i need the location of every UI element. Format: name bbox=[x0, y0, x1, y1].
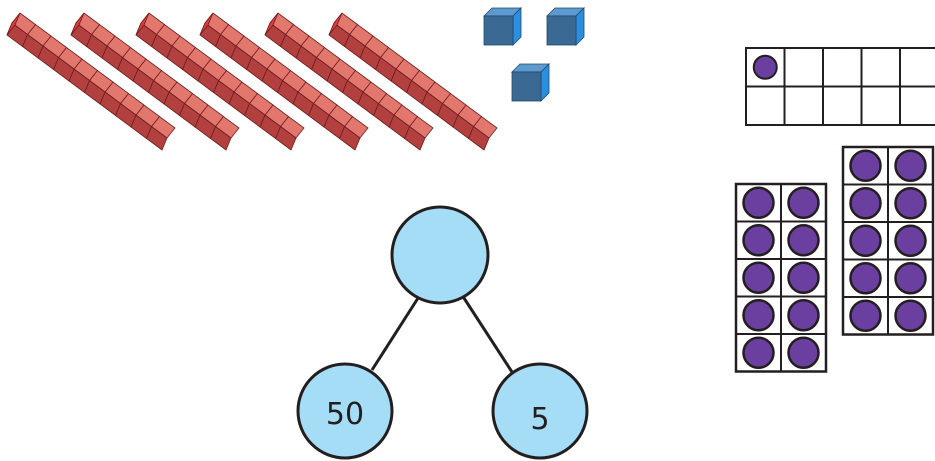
counter bbox=[787, 224, 820, 257]
part-label-right: 5 bbox=[530, 402, 549, 437]
counter bbox=[894, 224, 927, 257]
ten-frame-vertical-right bbox=[841, 145, 935, 336]
counter bbox=[752, 54, 778, 80]
ten-frame-cell bbox=[822, 85, 863, 126]
counter bbox=[742, 299, 775, 332]
part-circle-left bbox=[296, 362, 394, 460]
counter bbox=[787, 261, 820, 294]
ten-frame-cell bbox=[860, 85, 901, 126]
counter bbox=[787, 186, 820, 219]
counter bbox=[742, 224, 775, 257]
whole-circle bbox=[390, 205, 490, 305]
tens-rods bbox=[6, 12, 498, 151]
ones-cube bbox=[511, 63, 550, 102]
counter bbox=[894, 187, 927, 220]
ten-frame-cell bbox=[899, 85, 935, 126]
counter bbox=[849, 187, 882, 220]
counter bbox=[742, 186, 775, 219]
part-circle-right bbox=[491, 362, 589, 460]
connector-left bbox=[370, 294, 422, 371]
counter bbox=[894, 262, 927, 295]
tens-rod bbox=[135, 12, 305, 151]
counter bbox=[742, 261, 775, 294]
ones-cubes bbox=[483, 7, 585, 102]
connector-right bbox=[460, 294, 514, 373]
counter bbox=[787, 336, 820, 369]
ten-frame-cell bbox=[822, 47, 863, 88]
ten-frame-cell bbox=[783, 85, 824, 126]
counter bbox=[849, 262, 882, 295]
tens-rod bbox=[199, 12, 369, 151]
ten-frame-cell bbox=[783, 47, 824, 88]
ten-frame-cell bbox=[887, 296, 934, 336]
tens-rod bbox=[264, 12, 434, 151]
ten-frame-horizontal bbox=[745, 47, 935, 126]
part-label-left: 50 bbox=[326, 397, 364, 432]
ten-frame-cell bbox=[745, 85, 786, 126]
ones-cube bbox=[546, 7, 585, 46]
counter bbox=[849, 149, 882, 182]
counter bbox=[849, 224, 882, 257]
tens-rod bbox=[328, 12, 498, 151]
counter bbox=[742, 336, 775, 369]
counter bbox=[894, 149, 927, 182]
tens-rod bbox=[6, 12, 176, 151]
part-whole-model: 50 5 bbox=[296, 205, 589, 460]
ten-frame-vertical-left bbox=[734, 182, 828, 373]
counter bbox=[787, 299, 820, 332]
tens-rod bbox=[70, 12, 240, 151]
ten-frame-cell bbox=[899, 47, 935, 88]
ten-frame-cell bbox=[860, 47, 901, 88]
ones-cube bbox=[483, 7, 522, 46]
ten-frame-cell bbox=[780, 333, 827, 373]
counter bbox=[849, 299, 882, 332]
counter bbox=[894, 299, 927, 332]
